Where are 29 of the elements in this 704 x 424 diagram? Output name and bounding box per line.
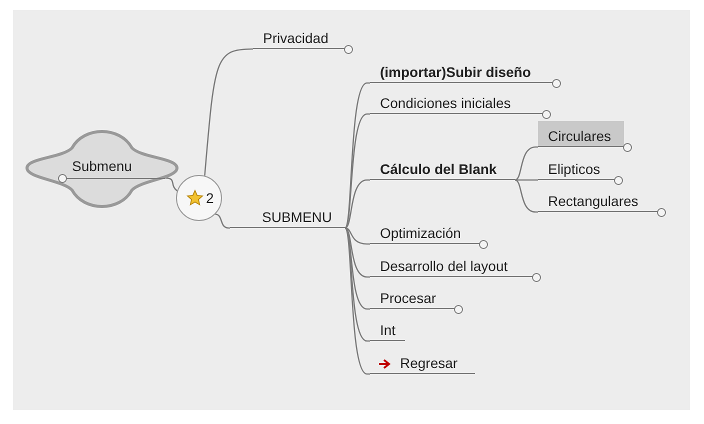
connector-line — [344, 228, 370, 342]
topic-label: Optimización — [380, 225, 461, 241]
topic-label: Circulares — [548, 128, 612, 144]
topic-label: (importar)Subir diseño — [380, 64, 531, 80]
topic-label: Rectangulares — [548, 193, 638, 209]
connector-line — [344, 179, 370, 229]
connector-line — [344, 227, 370, 245]
connector-line — [215, 214, 230, 229]
connector-line — [344, 82, 370, 228]
topic-label: Elipticos — [548, 161, 600, 177]
count-label: 2 — [206, 190, 214, 206]
topic-label: Condiciones iniciales — [380, 95, 511, 111]
connector-line — [514, 179, 538, 213]
topic-label: Int — [380, 322, 396, 338]
topic-label: Cálculo del Blank — [380, 161, 497, 177]
topic-label: Privacidad — [263, 30, 328, 46]
selected-topic — [538, 121, 624, 147]
connector-line — [164, 177, 178, 192]
topic-label: Regresar — [400, 355, 458, 371]
connector-line — [344, 227, 370, 278]
connector-line — [344, 228, 370, 375]
connector-line — [514, 146, 538, 181]
topic-label: Desarrollo del layout — [380, 258, 508, 274]
node-label: Submenu — [72, 158, 132, 174]
topic-label: Procesar — [380, 290, 436, 306]
connector-line — [204, 48, 254, 176]
topic-label: SUBMENU — [262, 209, 332, 225]
connector-line — [344, 113, 370, 228]
connector-line — [515, 179, 538, 181]
